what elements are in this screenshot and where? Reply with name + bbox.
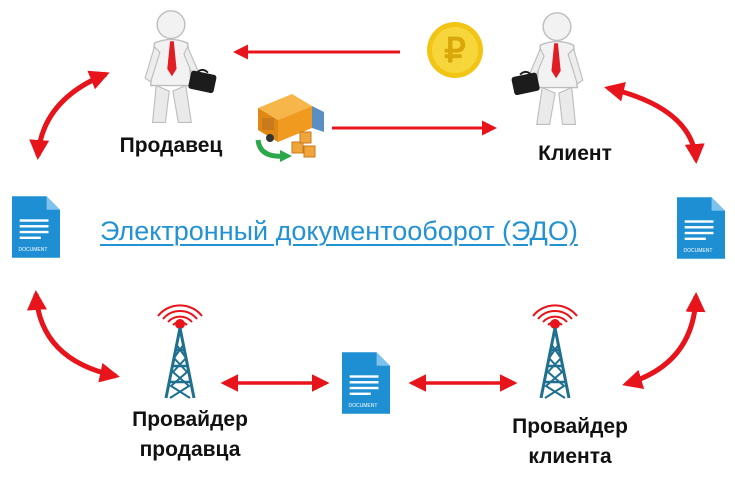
seller-provider-curved-arrow — [26, 290, 120, 383]
seller-provider-label-line1: Провайдер — [132, 408, 248, 431]
document-icon-left: DOCUMENT — [12, 196, 60, 258]
client-provider-tower-icon — [527, 303, 583, 400]
client-document-curved-arrow — [604, 81, 705, 164]
seller-provider-label-line2: продавца — [139, 438, 241, 461]
delivery-truck-icon — [255, 94, 324, 162]
ruble-coin-icon: ₽ — [427, 22, 483, 78]
seller-provider-tower-icon — [152, 303, 208, 400]
svg-text:DOCUMENT: DOCUMENT — [349, 403, 378, 409]
svg-text:DOCUMENT: DOCUMENT — [19, 247, 48, 253]
client-provider-label: Провайдер клиента — [480, 412, 660, 472]
seller-provider-label: Провайдер продавца — [100, 405, 280, 465]
seller-document-curved-arrow — [29, 70, 110, 160]
client-provider-curved-arrow — [622, 292, 706, 390]
client-label: Клиент — [538, 142, 612, 165]
seller-person-icon — [144, 9, 218, 124]
seller-label: Продавец — [119, 134, 223, 157]
client-provider-label-line1: Провайдер — [512, 415, 628, 438]
document-icon-center: DOCUMENT — [342, 352, 390, 414]
client-person-icon — [510, 11, 584, 126]
svg-text:₽: ₽ — [444, 32, 466, 70]
document-icon-right: DOCUMENT — [677, 197, 725, 259]
svg-text:DOCUMENT: DOCUMENT — [684, 248, 713, 254]
edo-title-link[interactable]: Электронный документооборот (ЭДО) — [100, 216, 578, 246]
client-provider-label-line2: клиента — [528, 445, 612, 468]
